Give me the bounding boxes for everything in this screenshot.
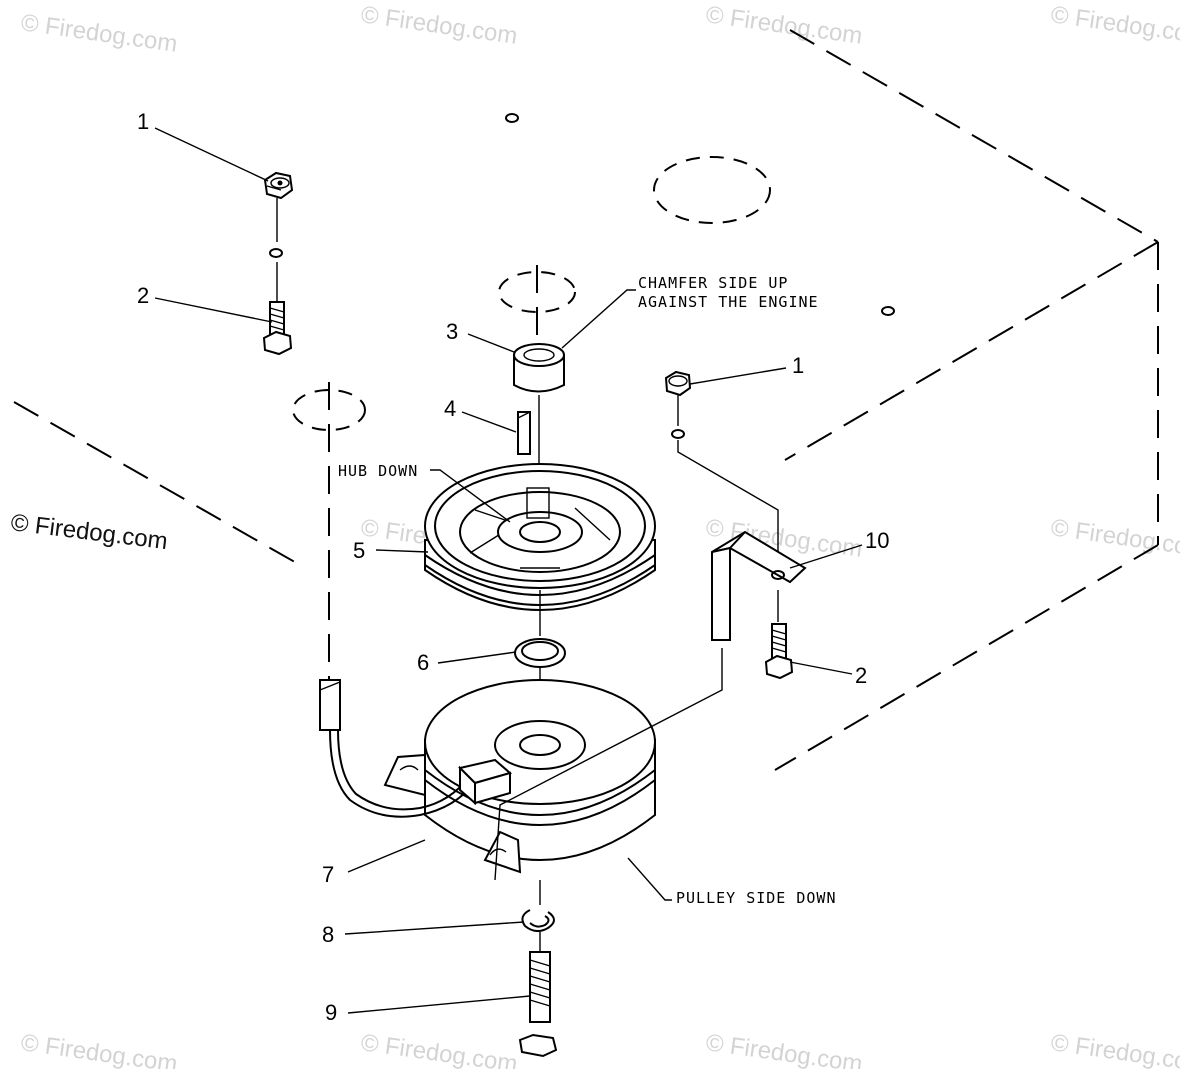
- hole: [671, 429, 685, 439]
- assembly-notes: CHAMFER SIDE UP AGAINST THE ENGINE HUB D…: [338, 274, 837, 907]
- callout-5: 5: [353, 538, 365, 563]
- callout-3: 3: [446, 319, 458, 344]
- callout-1-right: 1: [792, 353, 804, 378]
- clutch-bracket: [494, 530, 807, 881]
- watermark: © Firedog.com: [704, 1, 864, 50]
- bolt-left: [262, 301, 293, 356]
- bushing: [513, 343, 565, 393]
- callout-4: 4: [444, 396, 456, 421]
- watermark: © Firedog.com: [704, 1029, 864, 1069]
- note-chamfer-line2: AGAINST THE ENGINE: [638, 293, 819, 311]
- callout-1: 1: [137, 109, 149, 134]
- nut-right: [664, 370, 692, 397]
- shaft-key: [517, 411, 531, 455]
- bolt-right: [764, 623, 794, 680]
- watermark: © Firedog.com: [1049, 514, 1180, 563]
- callout-2-right: 2: [855, 663, 867, 688]
- callout-2: 2: [137, 283, 149, 308]
- nut-left: [263, 171, 294, 200]
- clutch-bolt: [518, 951, 558, 1058]
- callout-6: 6: [417, 650, 429, 675]
- hole: [269, 248, 283, 258]
- watermark: © Firedog.com: [1049, 1029, 1180, 1069]
- snap-ring: [521, 909, 555, 932]
- clutch-connector: [319, 679, 513, 818]
- engine-deck-outline: [13, 29, 1159, 771]
- callout-8: 8: [322, 922, 334, 947]
- note-pulley-side-down: PULLEY SIDE DOWN: [676, 889, 837, 907]
- watermark: © Firedog.com: [19, 1029, 179, 1069]
- callout-7: 7: [322, 862, 334, 887]
- watermark: © Firedog.com: [359, 1029, 519, 1069]
- mount-hole-outline: [292, 389, 366, 431]
- leader-lines: [154, 127, 863, 1014]
- pulley: [424, 463, 656, 611]
- callout-10: 10: [865, 528, 889, 553]
- spacer-washer: [514, 638, 566, 668]
- watermark: © Firedog.com: [359, 1, 519, 50]
- note-chamfer-line1: CHAMFER SIDE UP: [638, 274, 788, 292]
- watermark: © Firedog.com: [1049, 1, 1180, 50]
- watermark-main: © Firedog.com: [9, 509, 169, 555]
- watermark: © Firedog.com: [19, 9, 179, 58]
- crankshaft-hole-outline: [498, 271, 576, 313]
- note-hub-down: HUB DOWN: [338, 462, 418, 480]
- callout-9: 9: [325, 1000, 337, 1025]
- callout-numbers: 1 2 3 4 5 6 7 8 9 10 1 2: [137, 109, 889, 1025]
- electric-clutch: [383, 679, 656, 874]
- axis-line: [677, 440, 779, 565]
